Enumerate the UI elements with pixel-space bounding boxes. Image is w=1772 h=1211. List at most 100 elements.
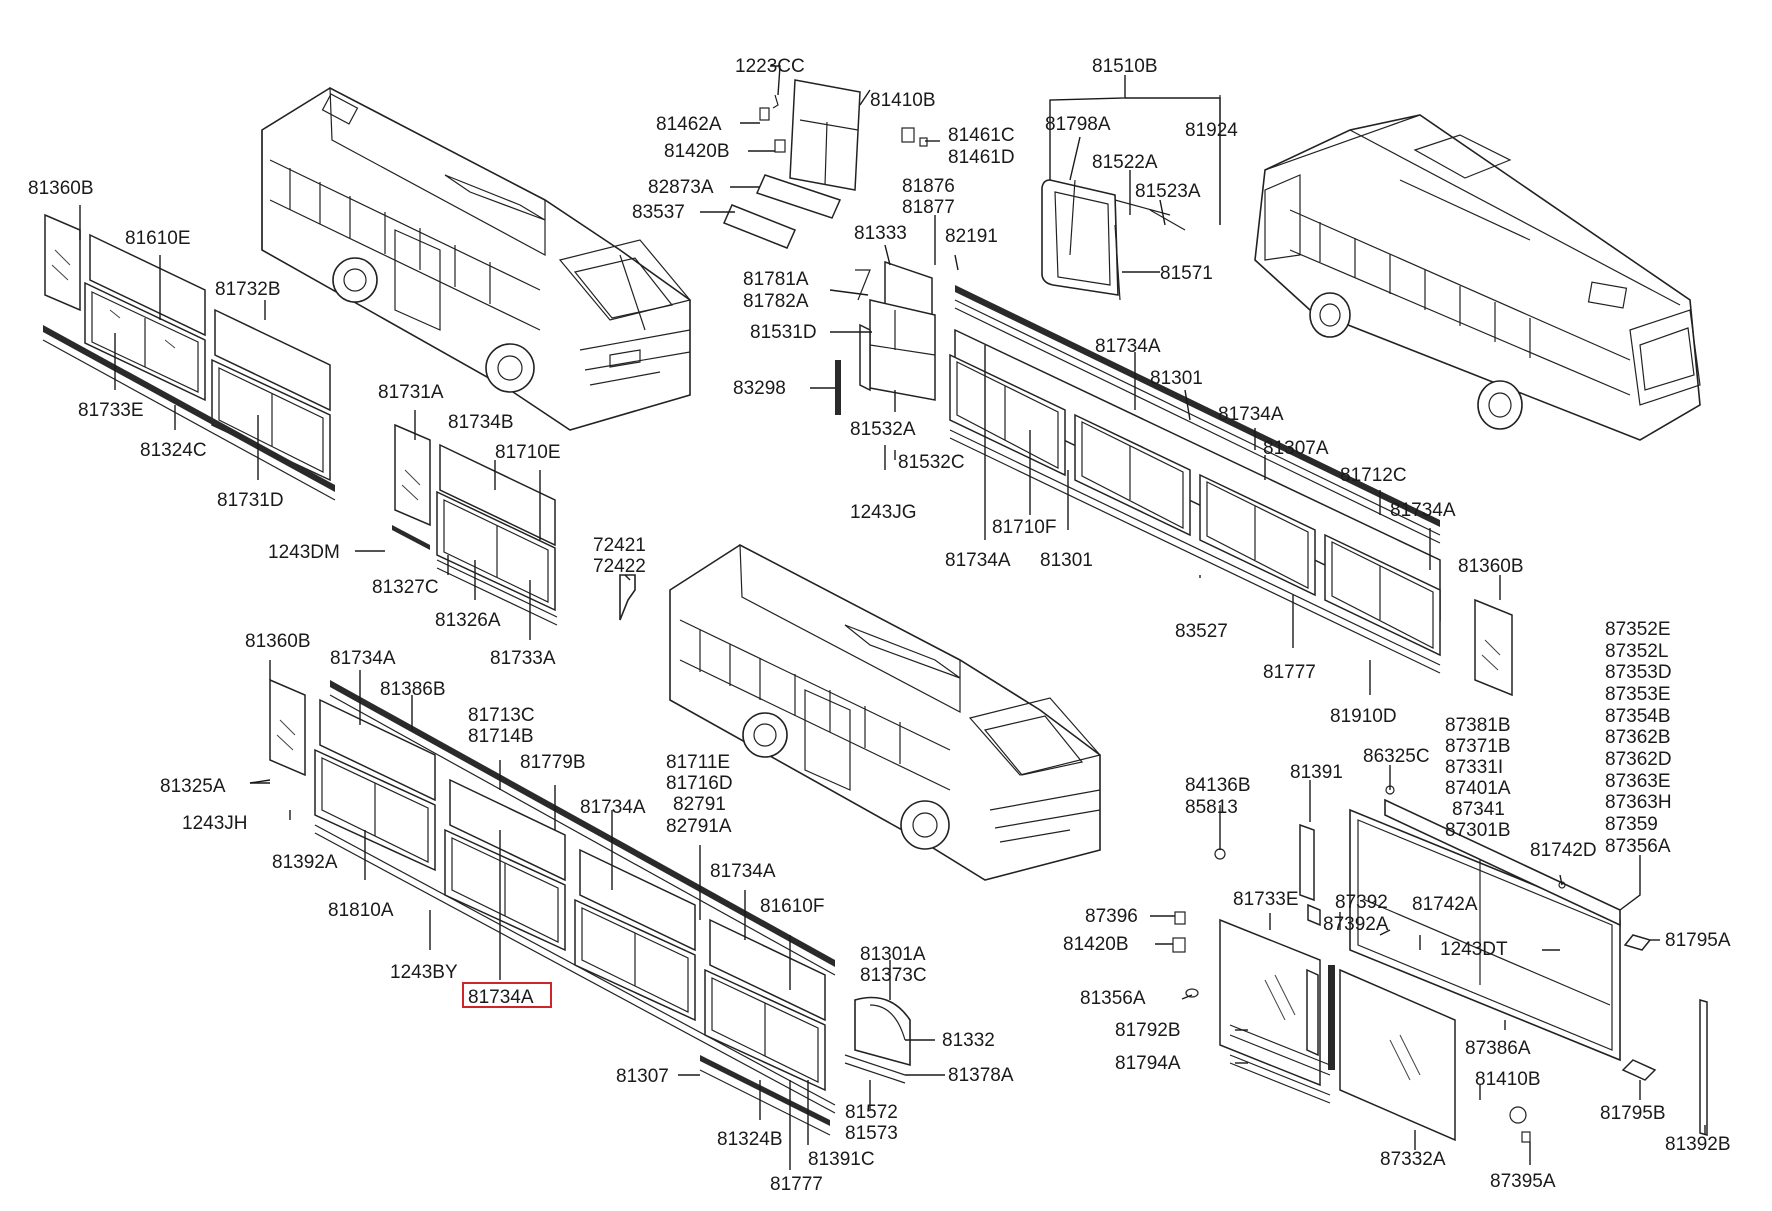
- part-label[interactable]: 81327C: [372, 577, 439, 598]
- part-label[interactable]: 81733E: [78, 400, 144, 421]
- part-label[interactable]: 81461C: [948, 125, 1015, 146]
- part-label[interactable]: 81610E: [125, 228, 191, 249]
- part-label[interactable]: 1243DM: [268, 542, 340, 563]
- part-label[interactable]: 81742A: [1412, 894, 1478, 915]
- part-label[interactable]: 87353D: [1605, 662, 1672, 683]
- part-label[interactable]: 81307: [616, 1066, 669, 1087]
- part-label[interactable]: 81326A: [435, 610, 501, 631]
- part-label[interactable]: 81792B: [1115, 1020, 1181, 1041]
- part-label[interactable]: 87352L: [1605, 641, 1668, 662]
- part-label[interactable]: 81794A: [1115, 1053, 1181, 1074]
- part-label[interactable]: 81795A: [1665, 930, 1731, 951]
- part-label[interactable]: 87359: [1605, 814, 1658, 835]
- part-label[interactable]: 84136B: [1185, 775, 1251, 796]
- part-label[interactable]: 72422: [593, 556, 646, 577]
- part-label[interactable]: 81742D: [1530, 840, 1597, 861]
- part-label[interactable]: 81420B: [1063, 934, 1129, 955]
- part-label[interactable]: 81777: [770, 1174, 823, 1195]
- part-label[interactable]: 87353E: [1605, 684, 1671, 705]
- part-label[interactable]: 81734A: [710, 861, 776, 882]
- part-label[interactable]: 81301A: [860, 944, 926, 965]
- part-label[interactable]: 81531D: [750, 322, 817, 343]
- part-label[interactable]: 87371B: [1445, 736, 1511, 757]
- part-label[interactable]: 81572: [845, 1102, 898, 1123]
- part-label[interactable]: 81532A: [850, 419, 916, 440]
- part-label[interactable]: 81360B: [245, 631, 311, 652]
- part-label[interactable]: 81734A: [1390, 500, 1456, 521]
- part-label[interactable]: 81378A: [948, 1065, 1014, 1086]
- part-label[interactable]: 81573: [845, 1123, 898, 1144]
- part-label[interactable]: 81324B: [717, 1129, 783, 1150]
- part-label[interactable]: 81325A: [160, 776, 226, 797]
- part-label[interactable]: 1243BY: [390, 962, 458, 983]
- part-label[interactable]: 81386B: [380, 679, 446, 700]
- part-label[interactable]: 81716D: [666, 773, 733, 794]
- part-label[interactable]: 81713C: [468, 705, 535, 726]
- part-label[interactable]: 86325C: [1363, 746, 1430, 767]
- part-label[interactable]: 1243DT: [1440, 939, 1508, 960]
- part-label[interactable]: 81798A: [1045, 114, 1111, 135]
- part-label[interactable]: 81734A: [580, 797, 646, 818]
- part-label[interactable]: 81734A: [945, 550, 1011, 571]
- part-label[interactable]: 81711E: [666, 752, 730, 773]
- part-label[interactable]: 81373C: [860, 965, 927, 986]
- part-label[interactable]: 81392A: [272, 852, 338, 873]
- part-label[interactable]: 87332A: [1380, 1149, 1446, 1170]
- part-label[interactable]: 81876: [902, 176, 955, 197]
- part-label[interactable]: 82791A: [666, 816, 732, 837]
- part-label[interactable]: 1243JH: [182, 813, 248, 834]
- part-label[interactable]: 81734A: [330, 648, 396, 669]
- part-label[interactable]: 87381B: [1445, 715, 1511, 736]
- part-label[interactable]: 81782A: [743, 291, 809, 312]
- part-label[interactable]: 83298: [733, 378, 786, 399]
- part-label[interactable]: 81712C: [1340, 465, 1407, 486]
- part-label[interactable]: 1223CC: [735, 56, 805, 77]
- part-label[interactable]: 81733A: [490, 648, 556, 669]
- part-label[interactable]: 87352E: [1605, 619, 1671, 640]
- part-label[interactable]: 81610F: [760, 896, 824, 917]
- part-label[interactable]: 87356A: [1605, 836, 1671, 857]
- part-label[interactable]: 81510B: [1092, 56, 1158, 77]
- part-label[interactable]: 81532C: [898, 452, 965, 473]
- part-label[interactable]: 1243JG: [850, 502, 917, 523]
- part-label[interactable]: 81392B: [1665, 1134, 1731, 1155]
- part-label[interactable]: 81714B: [468, 726, 534, 747]
- part-label[interactable]: 81333: [854, 223, 907, 244]
- part-label[interactable]: 81571: [1160, 263, 1213, 284]
- part-label[interactable]: 82791: [673, 794, 726, 815]
- part-label[interactable]: 83537: [632, 202, 685, 223]
- part-label[interactable]: 81779B: [520, 752, 586, 773]
- part-label[interactable]: 85813: [1185, 797, 1238, 818]
- part-label[interactable]: 81810A: [328, 900, 394, 921]
- part-label[interactable]: 87354B: [1605, 706, 1671, 727]
- part-label[interactable]: 81710E: [495, 442, 561, 463]
- part-label[interactable]: 81410B: [1475, 1069, 1541, 1090]
- part-label[interactable]: 81781A: [743, 269, 809, 290]
- part-label[interactable]: 81710F: [992, 517, 1056, 538]
- part-label[interactable]: 87386A: [1465, 1038, 1531, 1059]
- part-label[interactable]: 87362B: [1605, 727, 1671, 748]
- part-label[interactable]: 81732B: [215, 279, 281, 300]
- part-label[interactable]: 87392A: [1323, 914, 1389, 935]
- part-label[interactable]: 87331I: [1445, 757, 1503, 778]
- part-label[interactable]: 72421: [593, 535, 646, 556]
- part-label[interactable]: 87301B: [1445, 820, 1511, 841]
- part-label[interactable]: 83527: [1175, 621, 1228, 642]
- part-label[interactable]: 81462A: [656, 114, 722, 135]
- part-label[interactable]: 87341: [1452, 799, 1505, 820]
- part-label[interactable]: 81733E: [1233, 889, 1299, 910]
- part-label[interactable]: 81522A: [1092, 152, 1158, 173]
- part-label[interactable]: 81731D: [217, 490, 284, 511]
- part-label[interactable]: 87401A: [1445, 778, 1511, 799]
- part-label[interactable]: 81731A: [378, 382, 444, 403]
- part-label[interactable]: 87395A: [1490, 1171, 1556, 1192]
- part-label[interactable]: 82873A: [648, 177, 714, 198]
- part-label[interactable]: 87363E: [1605, 771, 1671, 792]
- part-label[interactable]: 81391: [1290, 762, 1343, 783]
- highlighted-part-label[interactable]: 81734A: [468, 987, 534, 1008]
- part-label[interactable]: 87392: [1335, 892, 1388, 913]
- part-label[interactable]: 81360B: [1458, 556, 1524, 577]
- part-label[interactable]: 81420B: [664, 141, 730, 162]
- part-label[interactable]: 82191: [945, 226, 998, 247]
- part-label[interactable]: 81734A: [1095, 336, 1161, 357]
